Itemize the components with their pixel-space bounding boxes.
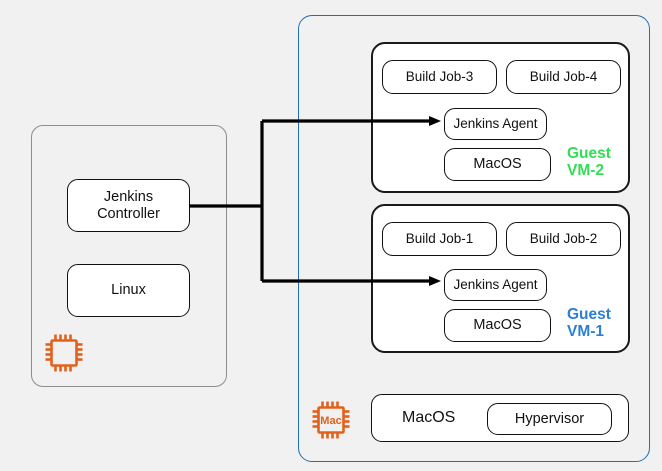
node-macos-vm2[interactable]: MacOS	[444, 148, 551, 181]
node-jenkins-agent-vm1[interactable]: Jenkins Agent	[444, 269, 547, 301]
macos-host-box[interactable]: MacOS Hypervisor	[371, 394, 629, 442]
node-build-job-4-label: Build Job-4	[529, 69, 598, 85]
node-linux-label: Linux	[111, 282, 146, 299]
mac-chip-icon: Mac	[309, 398, 353, 442]
node-hypervisor-label: Hypervisor	[514, 410, 585, 427]
node-hypervisor[interactable]: Hypervisor	[487, 403, 612, 435]
node-macos-vm2-label: MacOS	[473, 156, 522, 173]
node-build-job-1-label: Build Job-1	[405, 231, 474, 247]
mac-chip-icon-text: Mac	[320, 415, 341, 427]
node-jenkins-agent-vm2-label: Jenkins Agent	[453, 116, 538, 132]
cpu-chip-icon	[42, 331, 86, 375]
node-build-job-2[interactable]: Build Job-2	[506, 222, 621, 256]
node-build-job-3[interactable]: Build Job-3	[382, 60, 497, 94]
node-build-job-2-label: Build Job-2	[529, 231, 598, 247]
node-linux[interactable]: Linux	[67, 264, 190, 317]
node-build-job-1[interactable]: Build Job-1	[382, 222, 497, 256]
macos-host-label: MacOS	[402, 409, 456, 427]
guest-vm-1-label: Guest VM-1	[567, 306, 611, 341]
node-macos-vm1[interactable]: MacOS	[444, 309, 551, 342]
guest-vm-2-box: Build Job-3 Build Job-4 Jenkins Agent Ma…	[371, 42, 630, 193]
node-macos-vm1-label: MacOS	[473, 317, 522, 334]
node-jenkins-agent-vm1-label: Jenkins Agent	[453, 277, 538, 293]
node-build-job-4[interactable]: Build Job-4	[506, 60, 621, 94]
cpu-chip-icon-svg	[45, 334, 83, 372]
mac-host-container: Build Job-3 Build Job-4 Jenkins Agent Ma…	[298, 15, 650, 462]
node-jenkins-controller[interactable]: Jenkins Controller	[67, 179, 190, 232]
mac-chip-icon-svg: Mac	[312, 401, 350, 439]
guest-vm-1-box: Build Job-1 Build Job-2 Jenkins Agent Ma…	[371, 204, 630, 353]
node-jenkins-controller-label: Jenkins Controller	[97, 189, 160, 222]
host-machine-panel: Jenkins Controller Linux	[31, 125, 227, 387]
node-jenkins-agent-vm2[interactable]: Jenkins Agent	[444, 108, 547, 140]
guest-vm-2-label: Guest VM-2	[567, 145, 611, 180]
node-build-job-3-label: Build Job-3	[405, 69, 474, 85]
